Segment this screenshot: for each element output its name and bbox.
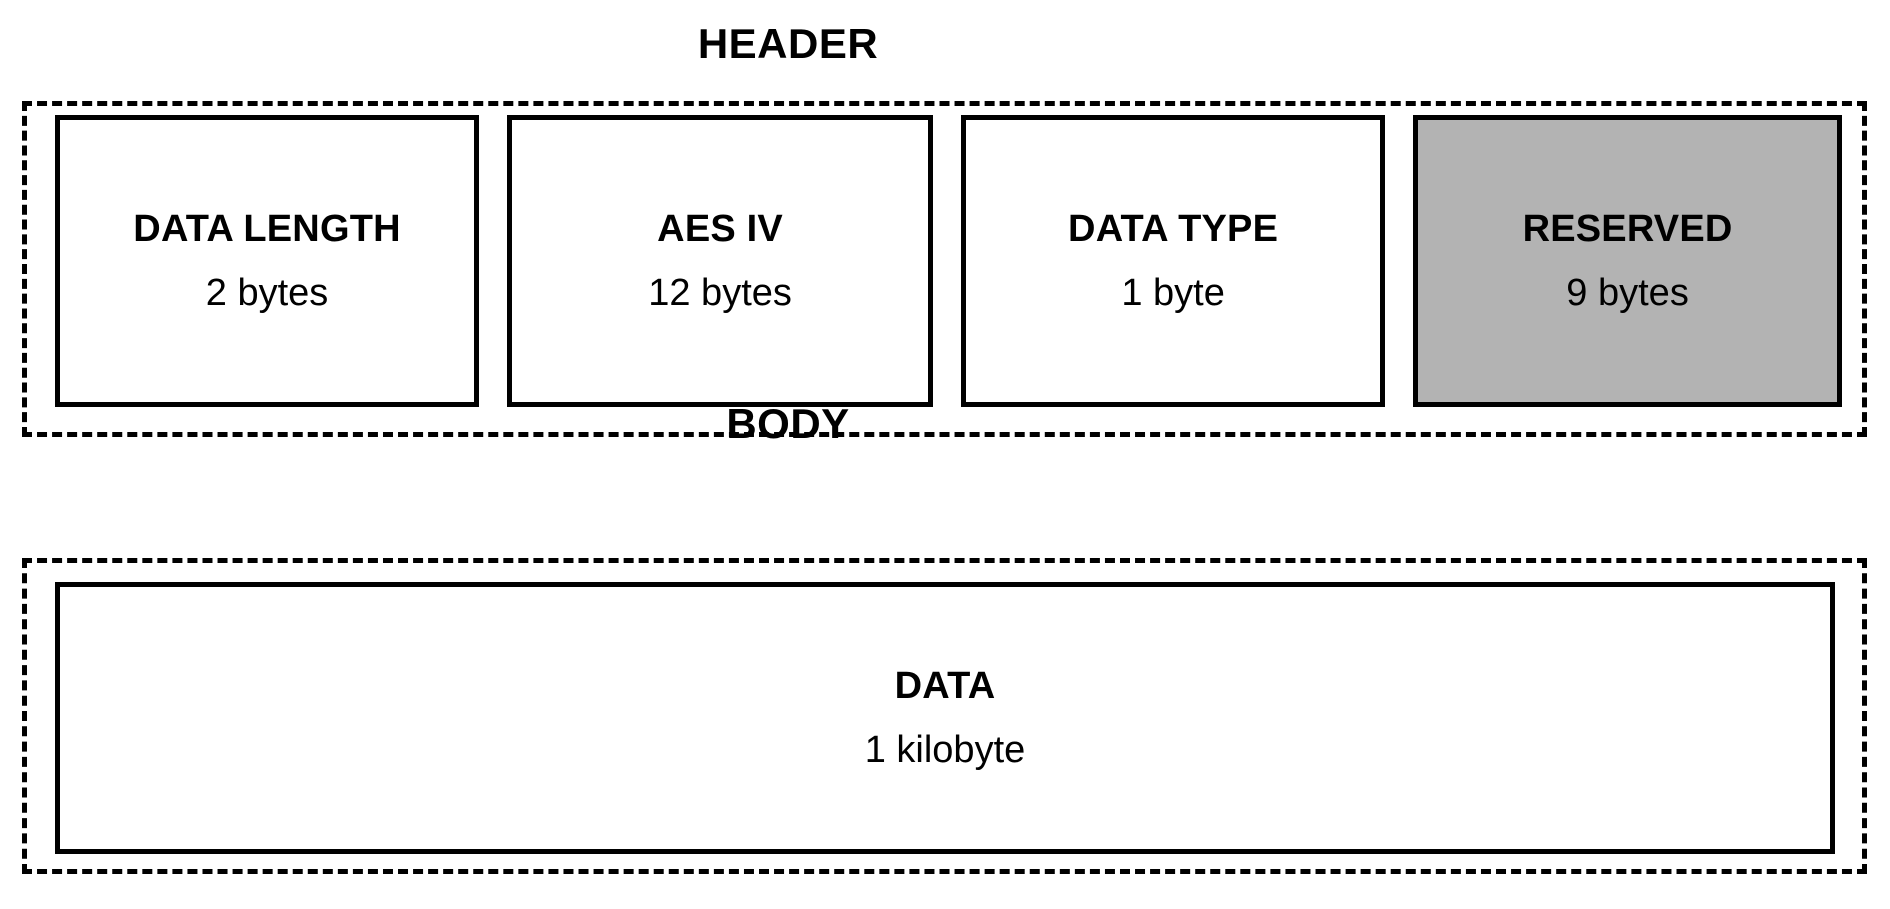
field-name-label: DATA TYPE [1068,208,1279,250]
field-name-label: DATA LENGTH [133,208,401,250]
header-field-row: DATA LENGTH 2 bytes AES IV 12 bytes DATA… [55,115,1842,407]
body-section-container: DATA 1 kilobyte [22,558,1867,874]
field-size-label: 1 byte [1121,272,1225,314]
header-field-reserved: RESERVED 9 bytes [1413,115,1842,407]
field-size-label: 2 bytes [205,272,329,314]
header-section-title: HEADER [697,20,879,67]
header-field-data-length: DATA LENGTH 2 bytes [55,115,480,407]
field-size-label: 9 bytes [1566,272,1689,314]
field-size-label: 12 bytes [648,272,792,314]
field-name-label: AES IV [657,208,783,250]
field-name-label: RESERVED [1522,208,1733,250]
field-name-label: DATA [894,665,996,707]
body-field-data: DATA 1 kilobyte [55,582,1835,854]
body-section-title: BODY [726,400,850,447]
header-field-data-type: DATA TYPE 1 byte [961,115,1386,407]
header-field-aes-iv: AES IV 12 bytes [507,115,934,407]
field-size-label: 1 kilobyte [864,729,1026,771]
header-section-container: DATA LENGTH 2 bytes AES IV 12 bytes DATA… [22,101,1867,437]
